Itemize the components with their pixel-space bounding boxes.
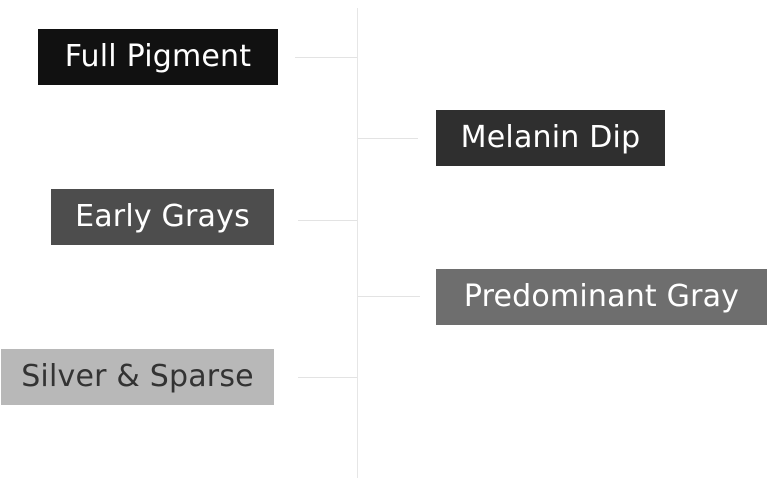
stage-text: Early Grays [75,199,250,234]
stage-text: Melanin Dip [460,120,641,155]
timeline-spine [357,8,358,478]
stage-label-silver-sparse: Silver & Sparse [1,349,274,405]
stage-label-full-pigment: Full Pigment [38,29,278,85]
stage-text: Silver & Sparse [21,359,254,394]
stage-label-early-grays: Early Grays [51,189,274,245]
stage-text: Full Pigment [64,39,252,74]
stage-label-melanin-dip: Melanin Dip [436,110,665,166]
connector-stage-1 [295,57,357,58]
stage-text: Predominant Gray [463,279,740,314]
connector-stage-2 [358,138,418,139]
connector-stage-4 [358,296,420,297]
connector-stage-3 [298,220,357,221]
connector-stage-5 [298,377,357,378]
stage-label-predominant-gray: Predominant Gray [436,269,767,325]
